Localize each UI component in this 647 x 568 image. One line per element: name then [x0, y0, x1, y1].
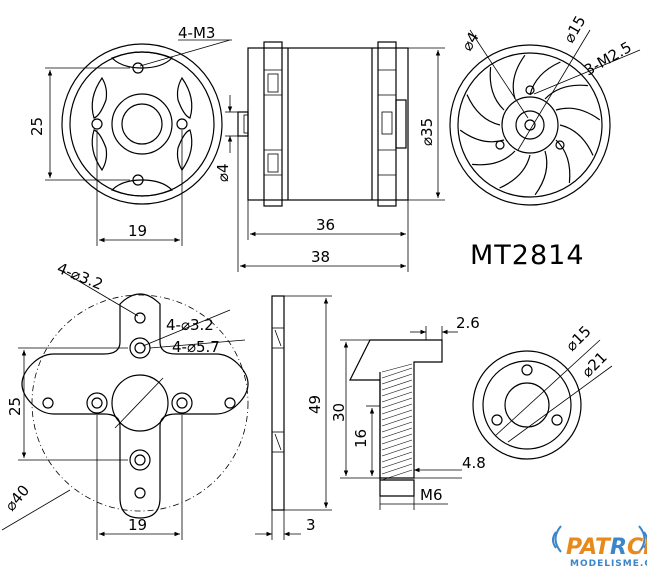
cooling-blade [499, 154, 531, 189]
adapter-flange: 2.6 [456, 314, 480, 332]
mount-side-view: 49 3 [255, 295, 332, 540]
prop-adapter-view: 2.6 30 16 4.8 M6 [330, 314, 486, 510]
cooling-blade [534, 150, 548, 196]
logo-part-b: R [610, 535, 627, 560]
cooling-blade [555, 107, 601, 121]
cross-mount-view: 4-⌀3.2 4-⌀3.2 4-⌀5.7 25 19 ⌀40 [1, 259, 249, 540]
front-holes-label: 4-M3 [178, 24, 215, 42]
front-spacing-19: 19 [128, 222, 147, 240]
hatch-line [381, 397, 413, 409]
hatch-line [381, 373, 413, 385]
hatch-line [381, 439, 413, 451]
hatch-line [381, 421, 413, 433]
front-spacing-25: 25 [28, 117, 46, 136]
cooling-blade [472, 150, 516, 166]
ring-inner-label: ⌀15 [562, 322, 595, 355]
model-title: MT2814 [470, 240, 585, 271]
mount-diameter-40: ⌀40 [1, 481, 33, 514]
mount-height-25: 25 [6, 397, 24, 416]
mount-side-49: 49 [306, 395, 324, 414]
cooling-blade [544, 84, 588, 100]
cooling-blade [512, 54, 526, 100]
rear-inner-label: ⌀15 [560, 13, 590, 46]
cooling-blade [489, 67, 505, 111]
hatch-line [381, 385, 413, 397]
brand-logo: PATRCK MODELISME.COM [552, 525, 647, 568]
cooling-blade [466, 94, 501, 126]
mount-inner-holes-2: 4-⌀5.7 [172, 338, 220, 356]
side-shaft-label: ⌀4 [214, 163, 232, 182]
hatch-line [381, 379, 413, 391]
rear-shaft-label: ⌀4 [458, 29, 483, 54]
hatch-line [381, 415, 413, 427]
hatch-line [381, 403, 413, 415]
cooling-blade [555, 139, 571, 183]
hatch-line [381, 457, 413, 469]
adapter-step: 4.8 [462, 454, 486, 472]
motor-side-view: ⌀4 ⌀35 36 38 [214, 41, 445, 272]
hatch-line [381, 363, 413, 373]
hatch-line [381, 367, 413, 379]
adapter-height-30: 30 [330, 403, 348, 422]
cooling-blade [529, 61, 561, 96]
hatch-line [381, 445, 413, 457]
hatch-line [381, 427, 413, 439]
logo-part-a: PAT [566, 535, 612, 560]
ring-outer-label: ⌀21 [578, 348, 611, 381]
hatch-line [381, 451, 413, 463]
rear-holes-label: 3-M2.5 [581, 38, 635, 79]
adapter-ring-view: ⌀15 ⌀21 [472, 322, 613, 460]
mount-side-3: 3 [306, 516, 316, 534]
logo-site: MODELISME.COM [570, 559, 647, 568]
mount-width-19: 19 [128, 516, 147, 534]
svg-text:PATRCK: PATRCK [566, 535, 647, 560]
mount-inner-holes: 4-⌀3.2 [166, 316, 214, 334]
adapter-thread: M6 [420, 486, 443, 504]
logo-part-c: CK [627, 535, 647, 560]
side-length-36: 36 [316, 216, 335, 234]
cooling-blade [559, 124, 594, 156]
hatch-line [381, 409, 413, 421]
hatch-line [381, 463, 413, 475]
motor-rear-view: ⌀4 ⌀15 3-M2.5 [449, 13, 641, 206]
adapter-height-16: 16 [352, 429, 370, 448]
side-diameter-label: ⌀35 [418, 118, 436, 146]
hatch-line [381, 433, 413, 445]
mount-outer-holes: 4-⌀3.2 [55, 259, 106, 294]
motor-front-view: 4-M3 25 19 [28, 24, 232, 246]
hatch-line [381, 391, 413, 403]
cooling-blade [459, 129, 505, 143]
side-length-38: 38 [311, 248, 330, 266]
